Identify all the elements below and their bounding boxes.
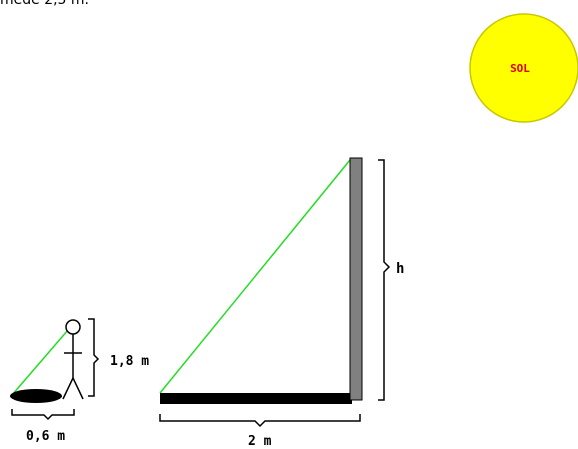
stick-figure-right-leg <box>72 377 84 400</box>
problem-text-fragment: mede 2,5 m. <box>0 0 90 8</box>
stick-figure-head <box>65 319 81 335</box>
sun: SOL <box>469 13 578 123</box>
sun-label: SOL <box>510 62 530 75</box>
person-height-bracket <box>88 318 100 397</box>
pole-height-bracket <box>378 159 391 401</box>
pole-height-label: h <box>396 261 404 277</box>
pole-shadow-label: 2 m <box>248 434 272 449</box>
pole <box>349 157 363 401</box>
person-shadow-bracket <box>11 409 75 421</box>
stick-figure <box>62 319 84 400</box>
pole-shadow-bracket <box>159 414 361 428</box>
sun-disc <box>469 13 578 123</box>
person-shadow <box>10 389 62 403</box>
pole-sun-ray <box>159 159 351 394</box>
pole-scene: h 2 m <box>159 157 404 449</box>
person-sun-ray <box>11 329 69 396</box>
pole-shadow <box>160 393 352 404</box>
stick-figure-left-leg <box>62 377 74 400</box>
person-height-label: 1,8 m <box>110 354 149 369</box>
person-scene: 1,8 m 0,6 m <box>10 318 149 444</box>
person-shadow-label: 0,6 m <box>26 429 65 444</box>
